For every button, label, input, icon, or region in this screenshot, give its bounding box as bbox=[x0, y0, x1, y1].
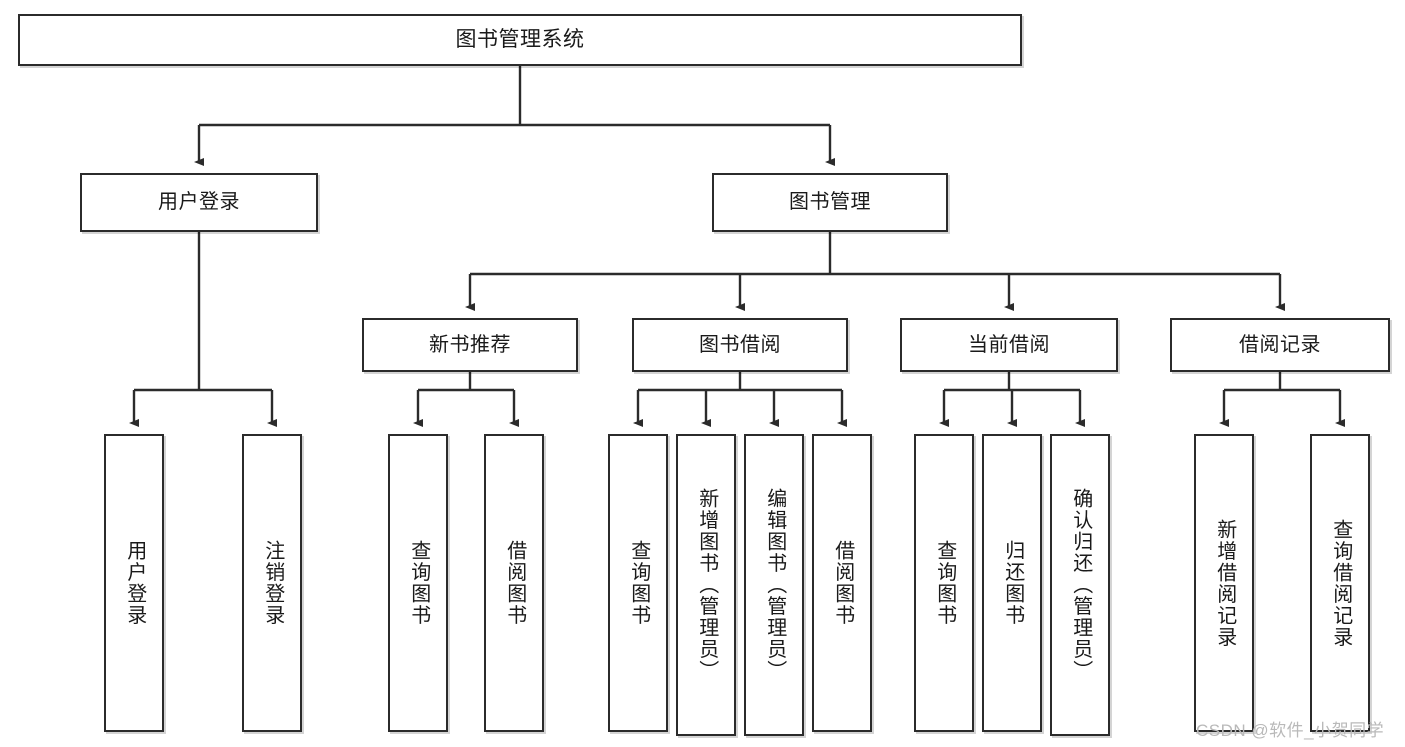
node-leaf-borrow-book-2[interactable]: 借阅图书 bbox=[812, 434, 872, 732]
node-leaf-logout[interactable]: 注销登录 bbox=[242, 434, 302, 732]
node-leaf-confirm-return[interactable]: 确认归还（管理员） bbox=[1050, 434, 1110, 736]
node-label: 借阅记录 bbox=[1239, 333, 1321, 356]
csdn-watermark: CSDN @软件_小贺同学 bbox=[1196, 721, 1385, 740]
node-label: 编辑图书（管理员） bbox=[763, 488, 786, 682]
node-label: 用户登录 bbox=[158, 191, 240, 213]
node-leaf-query-book-1[interactable]: 查询图书 bbox=[388, 434, 448, 732]
node-label: 新书推荐 bbox=[429, 333, 511, 356]
node-n-book-borrow[interactable]: 图书借阅 bbox=[632, 318, 848, 372]
node-label: 新增图书（管理员） bbox=[695, 488, 718, 682]
node-label: 当前借阅 bbox=[968, 333, 1050, 356]
node-label: 查询图书 bbox=[627, 540, 650, 626]
node-label: 查询借阅记录 bbox=[1329, 518, 1352, 648]
node-label: 借阅图书 bbox=[503, 540, 526, 626]
node-label: 图书借阅 bbox=[699, 333, 781, 356]
node-leaf-add-record[interactable]: 新增借阅记录 bbox=[1194, 434, 1254, 732]
node-n-borrow-record[interactable]: 借阅记录 bbox=[1170, 318, 1390, 372]
node-leaf-query-record[interactable]: 查询借阅记录 bbox=[1310, 434, 1370, 732]
node-n-book-manage[interactable]: 图书管理 bbox=[712, 173, 948, 232]
node-leaf-return-book[interactable]: 归还图书 bbox=[982, 434, 1042, 732]
node-root[interactable]: 图书管理系统 bbox=[18, 14, 1022, 66]
node-label: 确认归还（管理员） bbox=[1069, 488, 1092, 682]
node-label: 新增借阅记录 bbox=[1213, 518, 1236, 648]
node-leaf-edit-book[interactable]: 编辑图书（管理员） bbox=[744, 434, 804, 736]
node-leaf-user-login[interactable]: 用户登录 bbox=[104, 434, 164, 732]
node-n-new-book-rec[interactable]: 新书推荐 bbox=[362, 318, 578, 372]
node-label: 用户登录 bbox=[123, 540, 146, 626]
node-label: 注销登录 bbox=[261, 540, 284, 626]
node-label: 图书管理系统 bbox=[455, 27, 585, 51]
node-n-user-login[interactable]: 用户登录 bbox=[80, 173, 318, 232]
node-n-current-borrow[interactable]: 当前借阅 bbox=[900, 318, 1118, 372]
node-leaf-query-book-3[interactable]: 查询图书 bbox=[914, 434, 974, 732]
node-label: 查询图书 bbox=[407, 540, 430, 626]
node-label: 图书管理 bbox=[789, 191, 871, 213]
node-label: 借阅图书 bbox=[831, 540, 854, 626]
node-label: 归还图书 bbox=[1001, 540, 1024, 626]
node-leaf-add-book[interactable]: 新增图书（管理员） bbox=[676, 434, 736, 736]
node-label: 查询图书 bbox=[933, 540, 956, 626]
node-leaf-query-book-2[interactable]: 查询图书 bbox=[608, 434, 668, 732]
node-leaf-borrow-book-1[interactable]: 借阅图书 bbox=[484, 434, 544, 732]
